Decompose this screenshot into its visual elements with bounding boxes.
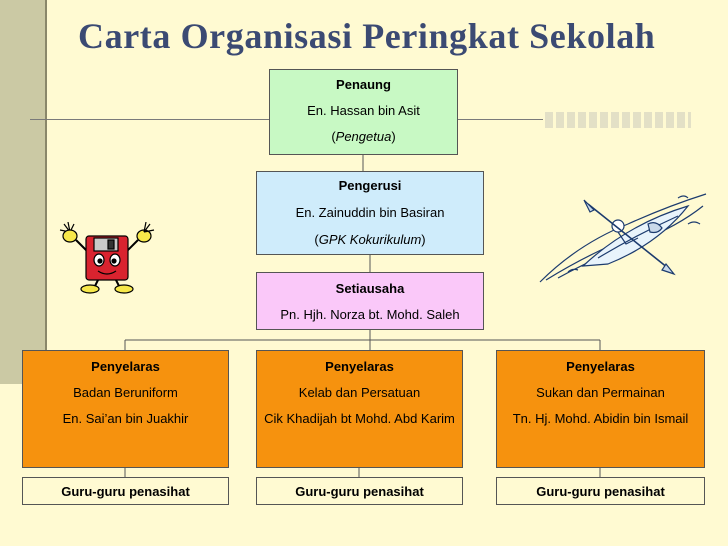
chairman-role: Pengerusi xyxy=(338,178,402,193)
node-coordinator-uniform: Penyelaras Badan Beruniform En. Sai’an b… xyxy=(22,350,229,468)
secretary-role: Setiausaha xyxy=(335,281,405,296)
secretary-name: Pn. Hjh. Norza bt. Mohd. Saleh xyxy=(280,307,460,322)
node-advisors-clubs: Guru-guru penasihat xyxy=(256,477,463,505)
node-coordinator-sports: Penyelaras Sukan dan Permainan Tn. Hj. M… xyxy=(496,350,705,468)
coordinator-unit: Kelab dan Persatuan xyxy=(298,385,421,400)
coordinator-name: Tn. Hj. Mohd. Abidin bin Ismail xyxy=(512,411,689,426)
coordinator-name: Cik Khadijah bt Mohd. Abd Karim xyxy=(264,411,455,426)
patron-position-text: Pengetua xyxy=(335,129,392,144)
coordinator-unit: Badan Beruniform xyxy=(73,385,178,400)
coordinator-role: Penyelaras xyxy=(566,359,635,374)
node-coordinator-clubs: Penyelaras Kelab dan Persatuan Cik Khadi… xyxy=(256,350,463,468)
floppy-disk-mascot-icon xyxy=(59,222,155,294)
node-chairman: Pengerusi En. Zainuddin bin Basiran (GPK… xyxy=(256,171,484,255)
coordinator-name: En. Sai’an bin Juakhir xyxy=(62,411,189,426)
page-title: Carta Organisasi Peringkat Sekolah xyxy=(78,16,656,56)
kayaker-icon xyxy=(539,193,707,283)
patron-role: Penaung xyxy=(336,77,391,92)
node-advisors-sports: Guru-guru penasihat xyxy=(496,477,705,505)
coordinator-unit: Sukan dan Permainan xyxy=(536,385,665,400)
sidebar-band xyxy=(0,0,45,384)
coordinator-role: Penyelaras xyxy=(325,359,394,374)
chairman-name: En. Zainuddin bin Basiran xyxy=(295,205,445,220)
patron-name: En. Hassan bin Asit xyxy=(307,103,420,118)
header-rule-left xyxy=(30,119,270,120)
coordinator-role: Penyelaras xyxy=(91,359,160,374)
patron-position: (Pengetua) xyxy=(331,129,396,144)
chairman-position-text: GPK Kokurikulum xyxy=(318,232,422,247)
chairman-position: (GPK Kokurikulum) xyxy=(314,232,426,247)
sidebar-divider xyxy=(45,0,47,384)
node-patron: Penaung En. Hassan bin Asit (Pengetua) xyxy=(269,69,458,155)
header-rule-right xyxy=(458,119,543,120)
node-secretary: Setiausaha Pn. Hjh. Norza bt. Mohd. Sale… xyxy=(256,272,484,330)
header-stripes xyxy=(545,112,691,128)
node-advisors-uniform: Guru-guru penasihat xyxy=(22,477,229,505)
